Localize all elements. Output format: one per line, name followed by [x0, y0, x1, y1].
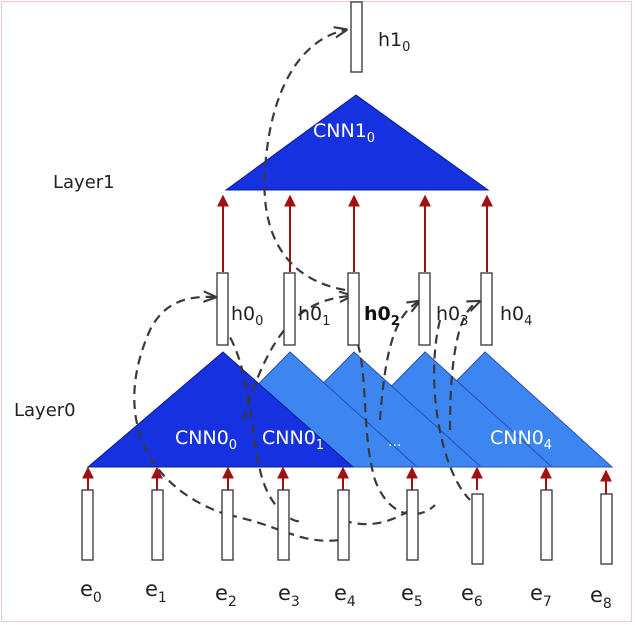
layer0-cnn-blocks: [86, 351, 614, 468]
hidden-vector-4: [480, 272, 493, 346]
input-label-1: e1: [145, 577, 167, 606]
cnn0-1-label: CNN01: [262, 427, 324, 453]
input-label-0: e0: [80, 577, 102, 606]
input-label-4: e4: [334, 581, 356, 610]
hidden-label-0: h00: [231, 303, 263, 329]
input-vector-6: [471, 493, 484, 565]
hidden-vectors: [216, 272, 493, 346]
ellipsis-label: ...: [388, 434, 401, 450]
output-vector-h1-0: [350, 1, 363, 73]
cnn1-0-triangle: [224, 94, 490, 191]
hidden-label-4: h04: [500, 303, 532, 329]
dashed-path-to-h0-3: [351, 329, 436, 516]
hidden-label-1: h01: [298, 303, 330, 329]
hidden-vector-1: [283, 272, 296, 346]
dashed-path-layer0-to-h0-0: [133, 297, 229, 517]
input-vector-8: [600, 493, 613, 565]
input-label-6: e6: [461, 581, 483, 610]
input-label-7: e7: [530, 581, 552, 610]
cnn0-0-triangle: [86, 351, 355, 468]
dashed-path-h0-3-to-h0-4: [448, 302, 478, 431]
hidden-vector-2: [347, 272, 360, 346]
input-vector-0: [81, 489, 94, 561]
dashed-path-to-h0-4: [433, 319, 471, 501]
dashed-path-h0-2-to-h0-3: [378, 302, 418, 421]
layer0-label: Layer0: [14, 400, 76, 421]
input-vectors: [81, 489, 613, 565]
hidden-label-2: h02: [364, 303, 400, 329]
input-vector-3: [277, 489, 290, 561]
hidden-label-3: h03: [436, 303, 468, 329]
output-label-h1-0: h10: [378, 29, 410, 55]
dashed-path-e4-e5: [342, 509, 411, 526]
input-vector-4: [337, 489, 350, 561]
hidden-arrows: [217, 194, 493, 272]
dashed-path-to-h1-0: [263, 30, 345, 292]
cnn1-0-label: CNN10: [313, 120, 375, 146]
input-label-5: e5: [401, 581, 423, 610]
input-label-8: e8: [590, 583, 612, 612]
input-label-3: e3: [278, 581, 300, 610]
layer1-label: Layer1: [53, 172, 115, 193]
hidden-vector-0: [216, 272, 229, 346]
input-arrows: [82, 466, 612, 494]
input-label-2: e2: [215, 581, 237, 610]
input-vector-2: [221, 489, 234, 561]
hidden-vector-3: [418, 272, 431, 346]
cnn0-4-label: CNN04: [490, 427, 552, 453]
dashed-path-to-h0-1: [221, 324, 302, 523]
input-vector-1: [151, 489, 164, 561]
input-vector-7: [540, 489, 553, 561]
cnn0-0-label: CNN00: [175, 427, 237, 453]
input-vector-5: [406, 489, 419, 561]
